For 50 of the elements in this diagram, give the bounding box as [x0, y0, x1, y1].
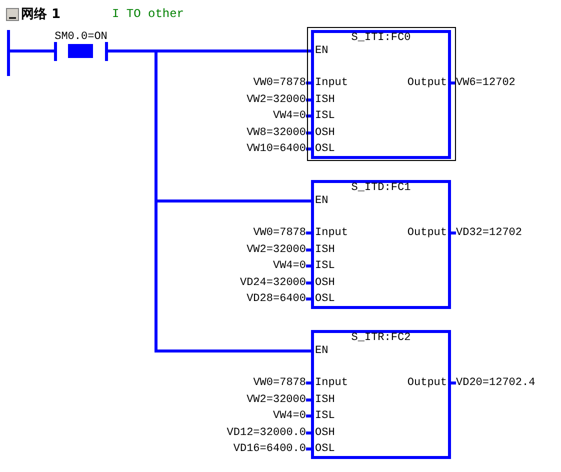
input-pin-label: ISL [315, 110, 335, 122]
operand-value: VD12=32000.0 [226, 427, 306, 439]
operand-value: VW2=32000 [246, 244, 306, 256]
network-comment: I TO other [112, 7, 184, 21]
function-block [311, 330, 451, 459]
operand-value: VW4=0 [272, 260, 306, 272]
operand-value: VW8=32000 [246, 127, 306, 139]
block-title: S_ITI:FC0 [350, 32, 412, 44]
output-pin-label: Output [407, 377, 447, 389]
operand-value: VW0=7878 [253, 377, 306, 389]
input-pin-label: ISL [315, 410, 335, 422]
input-pin-label: ISH [315, 244, 335, 256]
input-pin-label: OSH [315, 127, 335, 139]
function-block [311, 180, 451, 309]
block-title: S_ITD:FC1 [350, 182, 412, 194]
operand-value: VW4=0 [272, 110, 306, 122]
power-rail [7, 30, 10, 76]
input-pin-label: Input [315, 377, 348, 389]
wire [108, 50, 311, 352]
input-pin-label: OSL [315, 143, 335, 155]
operand-value: VD16=6400.0 [233, 443, 306, 455]
operand-value: VD24=32000 [240, 277, 306, 289]
operand-value: VW6=12702 [456, 77, 516, 89]
output-pin-label: Output [407, 227, 447, 239]
operand-value: VD20=12702.4 [456, 377, 536, 389]
operand-value: VD28=6400 [246, 293, 306, 305]
input-pin-label: OSH [315, 277, 335, 289]
input-pin-label: ISH [315, 94, 335, 106]
network-title: 网络 1 [21, 7, 61, 22]
input-pin-label: OSL [315, 443, 335, 455]
input-pin-label: OSH [315, 427, 335, 439]
block-title: S_ITR:FC2 [350, 332, 412, 344]
enable-pin-label: EN [315, 45, 328, 57]
operand-value: VW2=32000 [246, 394, 306, 406]
operand-value: VW4=0 [272, 410, 306, 422]
output-pin-label: Output [407, 77, 447, 89]
operand-value: VW0=7878 [253, 77, 306, 89]
input-pin-label: Input [315, 227, 348, 239]
operand-value: VD32=12702 [456, 227, 522, 239]
input-pin-label: Input [315, 77, 348, 89]
enable-pin-label: EN [315, 195, 328, 207]
contact-label: SM0.0=ON [54, 31, 108, 43]
operand-value: VW0=7878 [253, 227, 306, 239]
operand-value: VW10=6400 [246, 143, 306, 155]
input-pin-label: OSL [315, 293, 335, 305]
enable-pin-label: EN [315, 345, 328, 357]
wire [10, 50, 54, 52]
input-pin-label: ISL [315, 260, 335, 272]
operand-value: VW2=32000 [246, 94, 306, 106]
input-pin-label: ISH [315, 394, 335, 406]
